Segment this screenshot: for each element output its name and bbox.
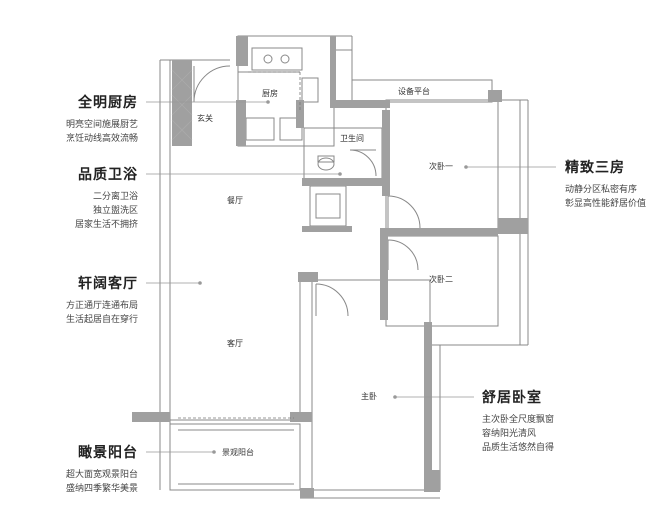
callout-bath-line: 二分离卫浴 [92,192,138,202]
callout-balcony-line: 盛纳四季繁华美景 [65,484,138,494]
callout-master-line: 品质生活悠然自得 [482,443,555,453]
callout-balcony: 瞰景阳台 超大面宽观景阳台 盛纳四季繁华美景 [66,444,138,496]
callout-bath: 品质卫浴 二分离卫浴 独立盥洗区 居家生活不拥挤 [75,166,138,232]
room-label-master: 主卧 [361,391,377,401]
callout-bath-line: 独立盥洗区 [92,206,138,216]
room-label-kitchen: 厨房 [262,88,278,98]
callout-master: 舒居卧室 主次卧全尺度飘窗 容纳阳光清风 品质生活悠然自得 [482,389,554,455]
room-label-bedroom2: 次卧二 [429,274,453,284]
callout-master-line: 容纳阳光清风 [482,429,537,439]
callout-bedrooms-line: 彰显高性能舒居价值 [565,199,647,209]
callout-master-title: 舒居卧室 [482,390,542,406]
callout-master-line: 主次卧全尺度飘窗 [482,415,555,425]
callout-balcony-line: 超大面宽观景阳台 [65,470,138,480]
callout-kitchen: 全明厨房 明亮空间施展厨艺 烹饪动线高效流畅 [66,94,138,146]
room-label-equipment-platform: 设备平台 [398,86,430,96]
callout-living-line: 生活起居自在穿行 [65,315,138,325]
callout-living-title: 轩阔客厅 [78,276,138,292]
callout-kitchen-line: 明亮空间施展厨艺 [65,120,138,130]
room-label-bedroom1: 次卧一 [429,161,453,171]
callout-bedrooms-line: 动静分区私密有序 [565,185,638,195]
room-label-bathroom: 卫生间 [340,133,364,143]
callout-kitchen-line: 烹饪动线高效流畅 [65,134,138,144]
callout-bedrooms-title: 精致三房 [565,160,625,176]
room-label-entrance: 玄关 [197,113,213,123]
room-label-balcony: 景观阳台 [222,447,254,457]
callout-bath-title: 品质卫浴 [78,167,138,183]
plan-walls [132,36,528,498]
entrance-hatch [171,69,193,141]
callout-bath-line: 居家生活不拥挤 [74,220,138,230]
room-label-dining: 餐厅 [227,196,243,205]
callout-balcony-title: 瞰景阳台 [78,445,138,461]
leader-dots [198,100,468,454]
leader-lines [146,101,556,453]
dashed-lines [178,71,301,419]
callout-bedrooms: 精致三房 动静分区私密有序 彰显高性能舒居价值 [565,159,646,211]
callout-living: 轩阔客厅 方正通厅连通布局 生活起居自在穿行 [66,275,138,327]
room-label-living: 客厅 [227,338,243,348]
callout-living-line: 方正通厅连通布局 [65,301,138,311]
callout-kitchen-title: 全明厨房 [78,95,138,111]
